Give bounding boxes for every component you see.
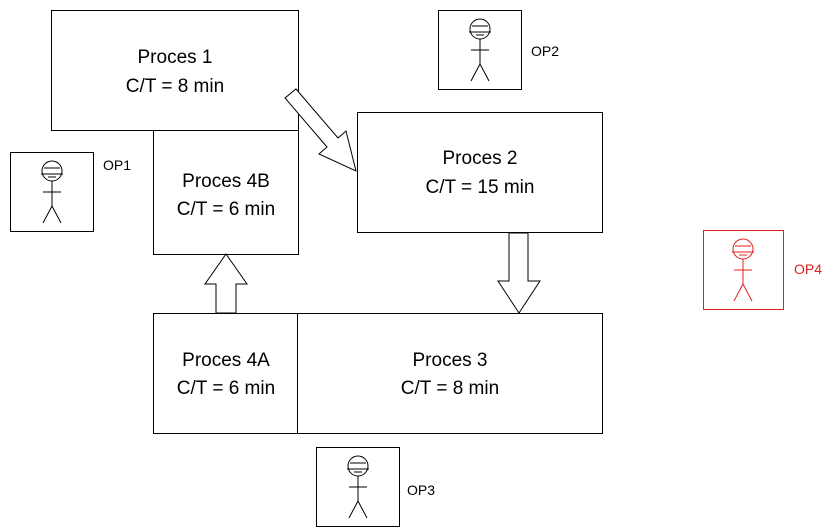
operator-op2-label: OP2	[531, 43, 559, 59]
process-4a-name: Proces 4A	[182, 350, 270, 371]
operator-op3-label: OP3	[407, 482, 435, 498]
process-2: Proces 2 C/T = 15 min	[357, 112, 603, 233]
process-4b-cycle-time: C/T = 6 min	[177, 199, 275, 220]
process-3-cycle-time: C/T = 8 min	[401, 378, 499, 399]
process-1-name: Proces 1	[138, 47, 213, 68]
operator-icon	[41, 160, 63, 224]
process-1: Proces 1 C/T = 8 min	[51, 10, 299, 131]
operator-op4-label: OP4	[794, 261, 822, 277]
arrow-p4a-to-p4b	[204, 253, 248, 314]
arrow-p1-to-p2	[284, 88, 357, 172]
process-2-cycle-time: C/T = 15 min	[426, 177, 535, 198]
process-2-name: Proces 2	[443, 148, 518, 169]
operator-icon	[469, 18, 491, 82]
operator-op3	[316, 447, 400, 527]
process-3: Proces 3 C/T = 8 min	[297, 313, 603, 434]
operator-icon	[347, 455, 369, 519]
arrow-p2-to-p3	[497, 232, 541, 314]
process-4b: Proces 4B C/T = 6 min	[153, 120, 299, 255]
process-4a: Proces 4A C/T = 6 min	[153, 313, 298, 434]
operator-op2	[438, 10, 522, 90]
process-4a-cycle-time: C/T = 6 min	[177, 378, 275, 399]
operator-icon	[732, 238, 754, 302]
process-1-cycle-time: C/T = 8 min	[126, 76, 224, 97]
operator-op4	[703, 230, 784, 310]
process-4b-name: Proces 4B	[182, 171, 270, 192]
operator-op1-label: OP1	[103, 157, 131, 173]
operator-op1	[10, 152, 94, 232]
process-3-name: Proces 3	[413, 350, 488, 371]
